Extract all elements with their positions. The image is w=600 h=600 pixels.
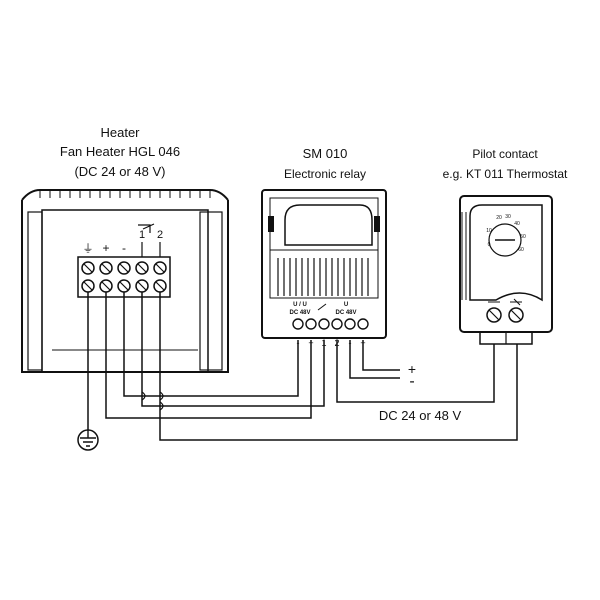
- terminal-2-label: 2: [157, 229, 163, 241]
- dial-mark-20: 20: [496, 215, 502, 221]
- dial-mark-30: 30: [505, 214, 511, 220]
- thermostat-dial: [488, 223, 522, 257]
- heater-terminal-screws: [81, 261, 167, 293]
- relay-output-sub: DC 48V: [335, 310, 356, 316]
- contact-symbol-icon: [138, 223, 161, 257]
- relay-input-sub: DC 48V: [289, 310, 310, 316]
- dial-mark-0: 0: [488, 242, 491, 248]
- terminal-ground-label: ⏚: [83, 242, 94, 255]
- terminal-plus-label: +: [102, 241, 109, 255]
- terminal-1-label: 1: [139, 229, 145, 241]
- dial-mark-50: 50: [520, 234, 526, 240]
- dial-mark-60: 60: [518, 247, 524, 253]
- dial-mark-10: 10: [486, 228, 492, 234]
- relay-subtitle: Electronic relay: [284, 167, 366, 181]
- heater-voltage: (DC 24 or 48 V): [74, 164, 165, 179]
- thermostat-subtitle: e.g. KT 011 Thermostat: [443, 167, 568, 181]
- relay-output-label: U: [344, 302, 348, 308]
- heater-title: Heater: [100, 125, 140, 140]
- relay-input-label: U / U: [293, 302, 307, 308]
- wires: [87, 292, 518, 441]
- supply-plus-label: +: [408, 361, 416, 377]
- thermostat-unit: 20 30 40 50 60 10 0: [459, 195, 553, 345]
- terminal-minus-label: -: [122, 241, 126, 255]
- ground-icon: [77, 429, 99, 451]
- thermostat-title: Pilot contact: [472, 147, 538, 161]
- heater-unit: ⏚ + - 1 2: [21, 189, 229, 373]
- dial-mark-40: 40: [514, 221, 520, 227]
- heater-model: Fan Heater HGL 046: [60, 144, 180, 159]
- supply-voltage-label: DC 24 or 48 V: [379, 408, 462, 423]
- relay-title: SM 010: [303, 146, 348, 161]
- relay-unit: U / U DC 48V U DC 48V: [261, 189, 387, 339]
- supply-minus-label: -: [409, 373, 414, 390]
- relay-terminal-screws: [292, 318, 369, 330]
